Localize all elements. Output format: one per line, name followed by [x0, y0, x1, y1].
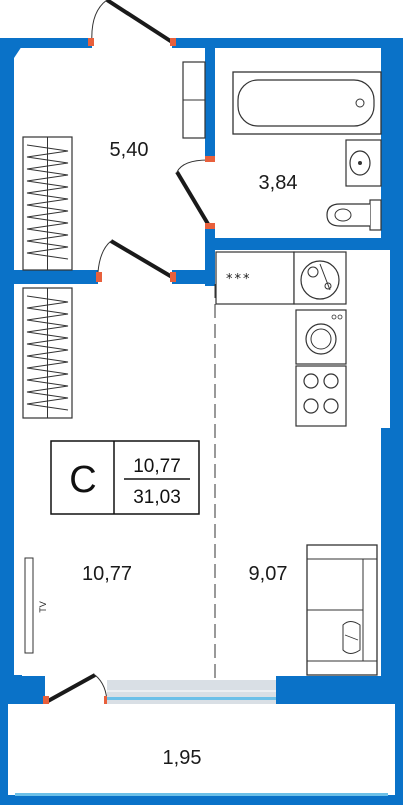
stove-marks: *** [226, 272, 252, 287]
apartment-type-letter: С [69, 459, 96, 501]
washing-machine-icon [295, 309, 347, 365]
badge-living-area: 10,77 [133, 456, 181, 477]
toilet-icon [326, 199, 382, 231]
bathroom-sink-icon [345, 139, 382, 187]
badge-total-area: 31,03 [133, 487, 181, 508]
balcony-window [15, 680, 388, 796]
balcony-door-icon[interactable] [43, 673, 110, 705]
apartment-type-badge: С 10,77 31,03 [50, 440, 200, 515]
bathroom-door-icon[interactable] [175, 156, 215, 229]
wardrobe-living [22, 287, 73, 419]
tv-icon: TV [24, 557, 48, 654]
walls [0, 38, 403, 805]
stove-icon [295, 365, 347, 427]
entrance-door-icon[interactable] [88, 0, 176, 46]
sofa-icon [306, 544, 378, 676]
kitchen-sink-icon [293, 251, 347, 305]
bathtub-icon [232, 71, 382, 135]
living-area-label: 10,77 [82, 563, 132, 585]
hallway-cabinet [182, 61, 206, 139]
living-room-door-icon[interactable] [96, 239, 176, 282]
tv-label: TV [38, 601, 48, 613]
kitchen-counter: *** [215, 251, 295, 305]
bathroom-area-label: 3,84 [259, 172, 298, 194]
kitchen-area-label: 9,07 [249, 563, 288, 585]
balcony-area-label: 1,95 [163, 747, 202, 769]
wardrobe-hallway [22, 136, 73, 271]
hallway-area-label: 5,40 [110, 139, 149, 161]
